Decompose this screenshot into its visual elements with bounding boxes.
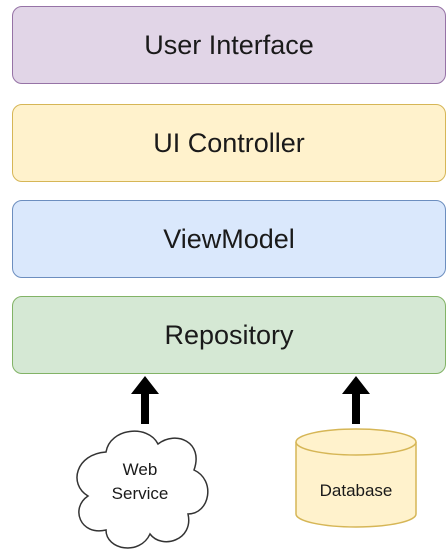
- web-service-label-line1: Web: [122, 460, 158, 479]
- web-service-arrow-icon: [131, 376, 159, 424]
- user-interface-label: User Interface: [144, 29, 314, 60]
- database-arrow-icon: [342, 376, 370, 424]
- database-label: Database: [319, 481, 393, 500]
- user-interface-layer: User Interface: [12, 6, 446, 84]
- ui-controller-layer: UI Controller: [12, 104, 446, 182]
- web-service-label-line2: Service: [111, 484, 169, 503]
- web-service-cloud-icon: [76, 430, 209, 549]
- repository-layer: Repository: [12, 296, 446, 374]
- ui-controller-label: UI Controller: [153, 127, 305, 158]
- database-cylinder-icon: [295, 428, 417, 528]
- view-model-layer: ViewModel: [12, 200, 446, 278]
- view-model-label: ViewModel: [163, 223, 295, 254]
- repository-label: Repository: [164, 319, 294, 350]
- web-service-node: Web Service: [66, 458, 214, 506]
